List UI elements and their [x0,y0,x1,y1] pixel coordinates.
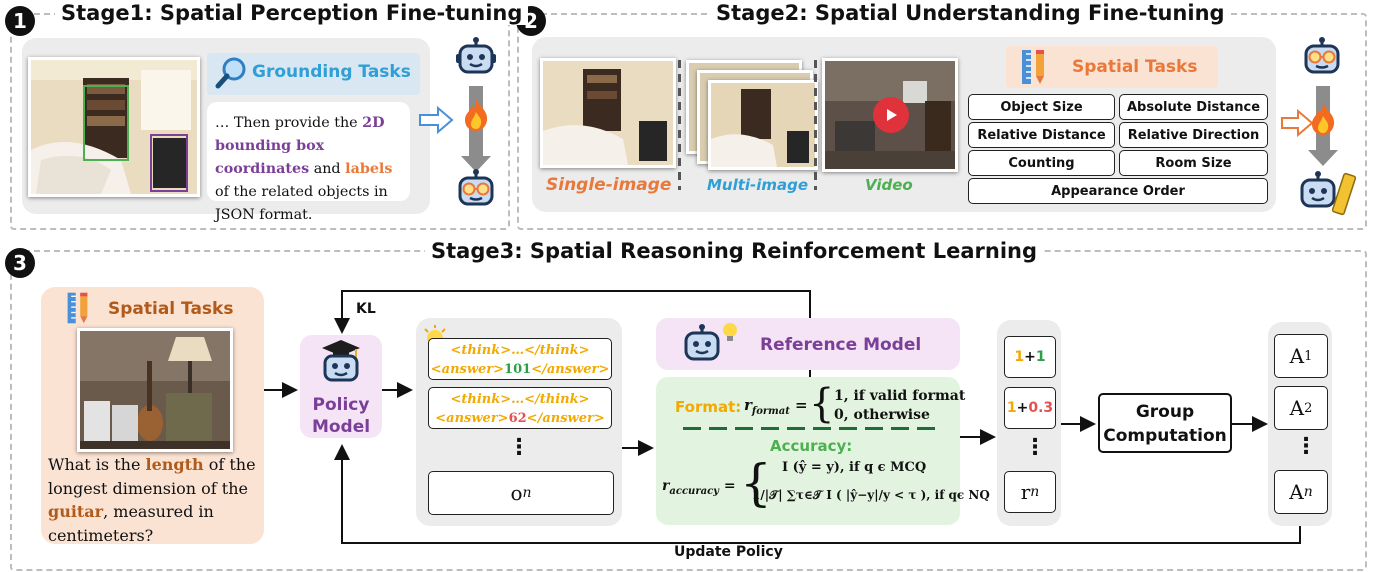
stage3-number: 3 [5,248,35,278]
robot-glasses-icon [1300,36,1344,80]
prompt-highlight-bbox: 2D bounding box coordinates [215,115,385,177]
robot-ruler-icon [1298,170,1358,216]
reward-2: 1+0.3 [1004,387,1056,429]
task-relative-direction: Relative Direction [1119,122,1268,148]
question-text: What is the length of the longest dimens… [48,453,262,547]
prompt-text-post: of the related objects in JSON format. [215,184,388,223]
format-case-2: 0, otherwise [834,407,930,423]
format-brace: { [809,381,835,427]
rewards-ellipsis: ⋮ [1024,435,1046,460]
kl-label: KL [356,301,376,317]
group-computation-box: Group Computation [1098,393,1232,453]
question-post: , measured in centimeters? [48,502,214,545]
accuracy-reward: raccuracy = [662,478,736,497]
format-cases: 1, if valid format 0, otherwise [834,387,965,425]
stage3-spatial-tasks-label: Spatial Tasks [108,299,234,319]
guitar-room-photo [77,328,233,452]
robot-glasses-icon [454,168,498,212]
reference-model-label: Reference Model [760,335,922,355]
task-appearance-order: Appearance Order [968,178,1268,204]
format-label: Format: [675,398,742,416]
multi-image-photo [708,80,818,170]
policy-line-1: Policy [312,395,370,415]
robot-lightbulb-icon [680,318,740,368]
output-2-answer: <answer>62</answer> [435,411,605,426]
accuracy-case-2: 1/|𝒯| ∑τ∈𝒯 I ( |ŷ−y|/y < τ ), if qϵ NQ [752,488,990,503]
fire-icon [1309,102,1337,136]
output-2-think: <think>…</think> [450,392,590,407]
format-case-1: 1, if valid format [834,388,966,404]
task-counting: Counting [968,150,1115,176]
ruler-pencil-icon [64,290,100,326]
output-1-answer: <answer>101</answer> [430,362,610,377]
accuracy-label: Accuracy: [770,437,853,455]
question-mid: of the longest dimension of the [48,455,256,498]
reward-divider [683,427,943,430]
stage2-title: Stage2: Spatial Understanding Fine-tunin… [710,1,1231,25]
accuracy-frac: 1/|𝒯| [752,488,783,502]
reward-panel [656,377,960,525]
ruler-pencil-icon [1018,48,1058,86]
output-1-think: <think>…</think> [450,343,590,358]
accuracy-sum: ∑τ∈𝒯 I ( |ŷ−y|/y < τ ), if qϵ NQ [786,488,990,502]
question-hl-guitar: guitar [48,502,104,521]
reward-1: 1+1 [1004,336,1056,378]
outputs-ellipsis: ⋮ [508,435,530,460]
single-image-label: Single-image [546,175,672,195]
output-1: <think>…</think> <answer>101</answer> [428,338,612,380]
group-line-1: Group [1135,402,1195,422]
task-object-size: Object Size [968,94,1115,120]
stage1-number: 1 [5,6,35,36]
grounding-tasks-label: Grounding Tasks [252,62,411,82]
bbox-bookshelf [83,85,129,161]
prompt-highlight-labels: labels [345,161,393,177]
divider-1 [678,60,681,190]
play-button[interactable] [873,97,909,133]
magnifier-icon [213,55,249,91]
stage3-title: Stage3: Spatial Reasoning Reinforcement … [425,239,1044,263]
spatial-tasks-label: Spatial Tasks [1072,57,1198,77]
video-frame [822,58,958,172]
policy-line-2: Model [311,417,371,437]
prompt-text-mid: and [309,161,346,177]
task-room-size: Room Size [1119,150,1268,176]
robot-icon [454,36,498,80]
accuracy-case-1: I (ŷ = y), if q ϵ MCQ [782,460,927,475]
policy-model-label: Policy Model [300,394,382,438]
play-icon [887,109,897,121]
multi-image-label: Multi-image [707,176,809,194]
output-2-value: 62 [508,411,527,426]
group-line-2: Computation [1103,426,1227,446]
fire-icon [462,98,490,132]
update-policy-label: Update Policy [674,544,783,560]
question-pre: What is the [48,455,146,474]
bbox-chair [150,134,188,192]
single-image-photo [540,58,676,168]
video-label: Video [865,176,913,194]
task-absolute-distance: Absolute Distance [1119,94,1268,120]
stage1-room-photo [28,57,200,197]
format-reward: rformat = [744,396,808,417]
stage1-title: Stage1: Spatial Perception Fine-tuning [55,1,529,25]
grounding-prompt: … Then provide the 2D bounding box coord… [207,102,410,223]
accuracy-brace: { [740,454,772,512]
question-hl-length: length [145,455,204,474]
output-1-value: 101 [504,362,532,377]
task-relative-distance: Relative Distance [968,122,1115,148]
advantages-ellipsis: ⋮ [1295,434,1317,459]
output-2: <think>…</think> <answer>62</answer> [428,387,612,429]
graduate-robot-icon [316,336,366,386]
divider-2 [814,60,817,190]
prompt-text-pre: … Then provide the [215,115,363,131]
